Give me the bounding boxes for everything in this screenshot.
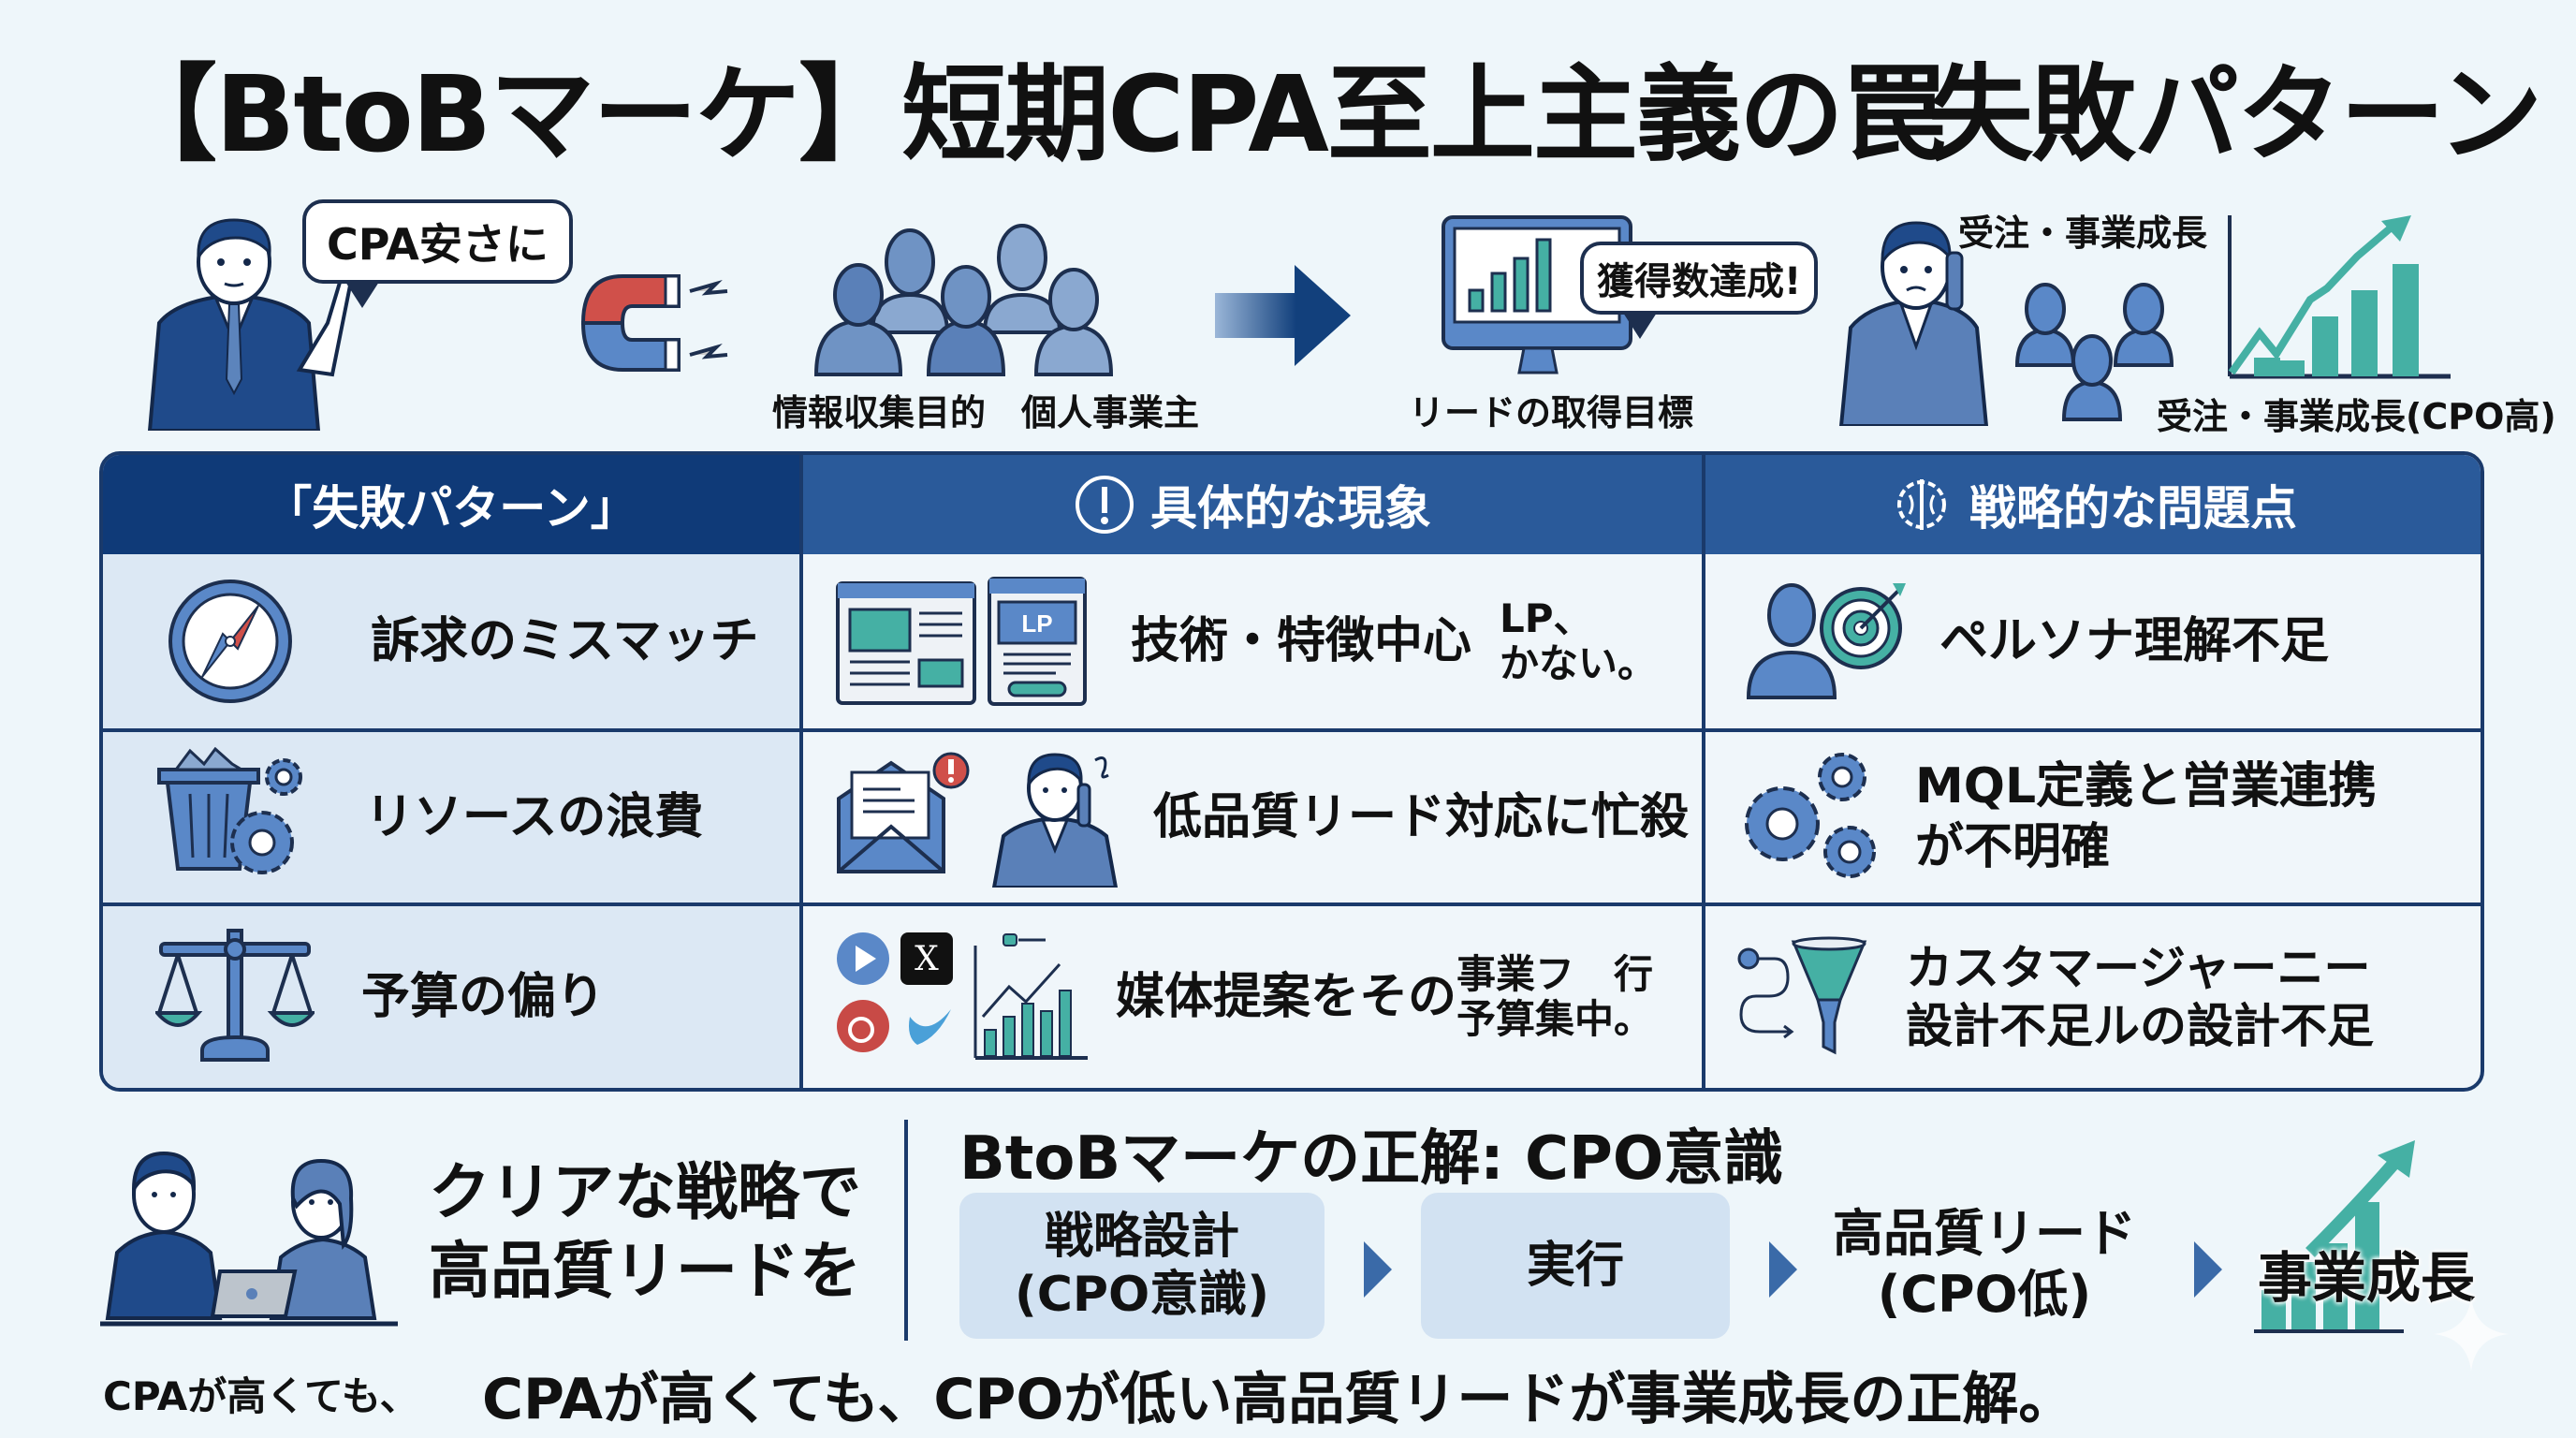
caption-small: CPAが高くても、 bbox=[103, 1373, 419, 1419]
flow-arrow-icon bbox=[1769, 1241, 1797, 1298]
header-label: 「失敗パターン」 bbox=[265, 481, 637, 536]
flow-step-quality-lead: 高品質リード (CPO低) bbox=[1833, 1204, 2136, 1324]
slogan-line-2: 高品質リードを bbox=[429, 1235, 861, 1308]
social-media-chart-icon: X bbox=[837, 932, 1088, 1060]
header-strategic-problem: 戦略的な問題点 bbox=[1705, 455, 2481, 554]
magnet-icon bbox=[580, 274, 728, 372]
table-row-3-pattern: 予算の偏り bbox=[103, 906, 799, 1088]
trash-gears-icon bbox=[157, 747, 302, 874]
table-row-1-problem: ペルソナ理解不足 bbox=[1705, 554, 2481, 728]
businessman-phone-icon bbox=[991, 753, 1119, 888]
page-title: 【BtoBマーケ】短期CPA至上主義の罠 bbox=[112, 54, 1947, 176]
arrow-right-icon bbox=[1215, 265, 1351, 366]
svg-text:X: X bbox=[915, 940, 939, 978]
flow-arrow-icon bbox=[2194, 1241, 2222, 1298]
people-group-small-icon bbox=[2014, 283, 2174, 421]
growth-chart-icon bbox=[2228, 215, 2451, 379]
flow-step-execution: 実行 bbox=[1421, 1193, 1730, 1339]
journey-funnel-icon bbox=[1737, 936, 1867, 1055]
row-divider bbox=[103, 728, 2481, 732]
compass-icon bbox=[168, 580, 292, 703]
slogan: クリアな戦略で 高品質リードを bbox=[429, 1153, 861, 1312]
failure-pattern-table: 「失敗パターン」 具体的な現象 戦略的な問題点 訴求のミスマッチ bbox=[99, 451, 2484, 1092]
answer-title: BtoBマーケの正解: CPO意識 bbox=[959, 1124, 1784, 1194]
slogan-line-1: クリアな戦略で bbox=[429, 1156, 861, 1228]
brain-gear-icon bbox=[1897, 479, 1946, 530]
exclamation-circle-icon bbox=[1076, 476, 1134, 534]
conclusion-text: CPAが高くても、CPOが低い高品質リードが事業成長の正解。 bbox=[482, 1367, 2075, 1432]
row-divider bbox=[103, 902, 2481, 906]
business-growth-chart-icon bbox=[2254, 1140, 2415, 1333]
pattern-text: 訴求のミスマッチ bbox=[371, 612, 759, 669]
pattern-text: リソースの浪費 bbox=[365, 788, 704, 845]
business-team-laptop-icon bbox=[100, 1151, 398, 1327]
flow-arrow-icon bbox=[1364, 1241, 1392, 1298]
problem-text: ペルソナ理解不足 bbox=[1939, 612, 2330, 669]
sparkle-icon bbox=[2434, 1297, 2509, 1372]
scale-icon bbox=[155, 929, 315, 1062]
problem-text: MQL定義と営業連携 が不明確 bbox=[1915, 758, 2378, 875]
table-row-2-problem: MQL定義と営業連携 が不明確 bbox=[1705, 732, 2481, 902]
flow-step-business-growth: 事業成長 bbox=[2258, 1246, 2476, 1310]
header-label: 具体的な現象 bbox=[1150, 481, 1431, 536]
growth-label-bottom: 受注・事業成長(CPO高) bbox=[2157, 396, 2556, 437]
table-header: 「失敗パターン」 具体的な現象 戦略的な問題点 bbox=[103, 455, 2481, 554]
table-row-1-pattern: 訴求のミスマッチ bbox=[103, 554, 799, 728]
table-row-3-phenomenon: X 媒体提案をその 事業フ 行 予算集中。 bbox=[803, 906, 1702, 1088]
header-phenomenon: 具体的な現象 bbox=[803, 455, 1702, 554]
lp-label: LP bbox=[1021, 609, 1052, 638]
flow-step-strategy: 戦略設計 (CPO意識) bbox=[959, 1193, 1325, 1339]
growth-label-top: 受注・事業成長 bbox=[1958, 213, 2208, 254]
worried-businessman-phone-icon bbox=[1838, 221, 1989, 426]
table-row-2-phenomenon: 低品質リード対応に忙殺 bbox=[803, 732, 1702, 902]
phenomenon-note: LP、 かない。 bbox=[1500, 594, 1658, 686]
phenomenon-text: 媒体提案をその bbox=[1116, 968, 1457, 1025]
header-failure-pattern: 「失敗パターン」 bbox=[103, 455, 799, 554]
header-label: 戦略的な問題点 bbox=[1969, 481, 2297, 536]
page-subtitle: 失敗パターン bbox=[1928, 54, 2542, 176]
mail-alert-icon bbox=[837, 752, 970, 873]
monitor-label: リードの取得目標 bbox=[1409, 392, 1694, 433]
phenomenon-note: 事業フ 行 予算集中。 bbox=[1456, 950, 1654, 1042]
pattern-text: 予算の偏り bbox=[361, 968, 606, 1025]
phenomenon-text: 技術・特徴中心 bbox=[1131, 612, 1472, 669]
monitor-speech-bubble: 獲得数達成! bbox=[1580, 242, 1819, 339]
column-divider bbox=[799, 455, 803, 1088]
gears-icon bbox=[1745, 753, 1876, 878]
landing-page-icon: LP bbox=[836, 577, 1087, 706]
table-row-1-phenomenon: LP 技術・特徴中心 LP、 かない。 bbox=[803, 554, 1702, 728]
persona-target-icon bbox=[1746, 583, 1906, 699]
phenomenon-text: 低品質リード対応に忙殺 bbox=[1153, 788, 1690, 845]
people-group-icon bbox=[813, 224, 1114, 376]
table-row-3-problem: カスタマージャーニー 設計不足ルの設計不足 bbox=[1705, 906, 2481, 1088]
people-label: 情報収集目的 個人事業主 bbox=[772, 392, 1200, 433]
problem-text: カスタマージャーニー 設計不足ルの設計不足 bbox=[1906, 940, 2374, 1054]
column-divider bbox=[1702, 455, 1705, 1088]
speech-bubble: CPA安さに bbox=[302, 199, 573, 308]
table-row-2-pattern: リソースの浪費 bbox=[103, 732, 799, 902]
section-divider bbox=[904, 1120, 908, 1341]
